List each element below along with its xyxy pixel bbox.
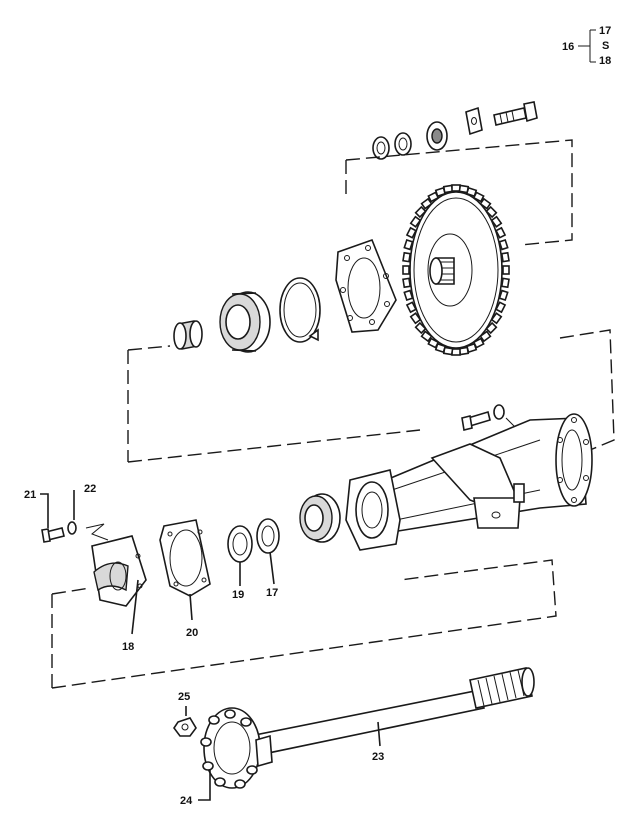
callout-21: 21	[24, 489, 36, 501]
callout-23: 23	[372, 751, 384, 763]
callout-19: 19	[232, 589, 244, 601]
gear-tooth	[500, 277, 510, 289]
callout-20: 20	[186, 627, 198, 639]
leader-23	[377, 721, 381, 747]
gear-tooth	[490, 215, 503, 228]
gear-tooth	[403, 289, 414, 302]
callout-22: 22	[84, 483, 96, 495]
gear-tooth	[420, 330, 433, 343]
leader-17	[269, 551, 275, 585]
gear-tooth	[414, 205, 427, 219]
gear-tooth	[405, 301, 417, 314]
wheel-nut	[173, 717, 197, 737]
callout-18: 18	[122, 641, 134, 653]
callout-18-top: 18	[599, 55, 611, 67]
washer-1	[372, 136, 390, 160]
callout-s: S	[602, 40, 609, 52]
inner-bearing	[299, 493, 341, 543]
axle-shaft	[203, 667, 535, 789]
gear-tooth	[409, 312, 422, 325]
bearing-cover-plate	[335, 238, 397, 333]
gear-tooth	[402, 265, 410, 275]
dashed-frame-lower	[51, 559, 557, 689]
callout-17: 17	[266, 587, 278, 599]
gear-tooth	[500, 251, 510, 263]
callout-25: 25	[178, 691, 190, 703]
spur-gear	[402, 184, 510, 356]
snap-ring	[279, 277, 321, 343]
washer-22	[67, 521, 109, 541]
screw-21	[41, 527, 65, 543]
callout-17-top: 17	[599, 25, 611, 37]
gear-tooth	[502, 265, 510, 275]
housing-bolt	[461, 404, 519, 447]
callout-24: 24	[180, 795, 193, 807]
ball-bearing	[219, 291, 271, 353]
top-fastener-group	[372, 101, 538, 160]
legend-bracket-line	[578, 29, 596, 63]
gear-tooth	[479, 330, 492, 343]
gear-tooth	[402, 277, 412, 289]
gasket	[159, 519, 211, 597]
gear-tooth	[402, 251, 412, 263]
spacer-ring-17	[256, 518, 280, 554]
gear-tooth	[427, 337, 440, 349]
gear-tooth	[403, 238, 414, 251]
bushing-sleeve	[173, 320, 203, 350]
gear-tooth	[498, 289, 509, 302]
seal-housing	[91, 535, 147, 607]
gear-tooth	[485, 321, 498, 335]
leader-18	[131, 579, 139, 635]
axle-housing	[345, 413, 593, 551]
gear-tooth	[472, 191, 485, 203]
gear-tooth	[414, 321, 427, 335]
top-bolt	[493, 101, 538, 126]
gear-tooth	[495, 301, 507, 314]
gear-tooth	[409, 215, 422, 228]
gear-tooth	[498, 238, 509, 251]
legend-bracket-16: 16 17 S 18	[562, 25, 611, 67]
callout-16: 16	[562, 41, 574, 53]
spacer-ring-19	[227, 525, 253, 563]
gear-tooth	[405, 226, 417, 239]
wheel-studs	[200, 709, 258, 789]
washer-2	[394, 132, 412, 156]
gear-tooth	[420, 197, 433, 210]
dashed-frame-middle	[127, 329, 615, 463]
leader-21	[40, 493, 49, 528]
tab-washer	[465, 106, 483, 136]
leader-zigzag-left	[85, 523, 109, 541]
dashed-frame-top	[345, 139, 573, 246]
gear-tooth	[495, 226, 507, 239]
leader-24	[198, 770, 211, 801]
leader-20	[189, 593, 193, 621]
gear-tooth	[485, 205, 498, 219]
gear-tooth	[490, 312, 503, 325]
gear-tooth	[479, 197, 492, 210]
